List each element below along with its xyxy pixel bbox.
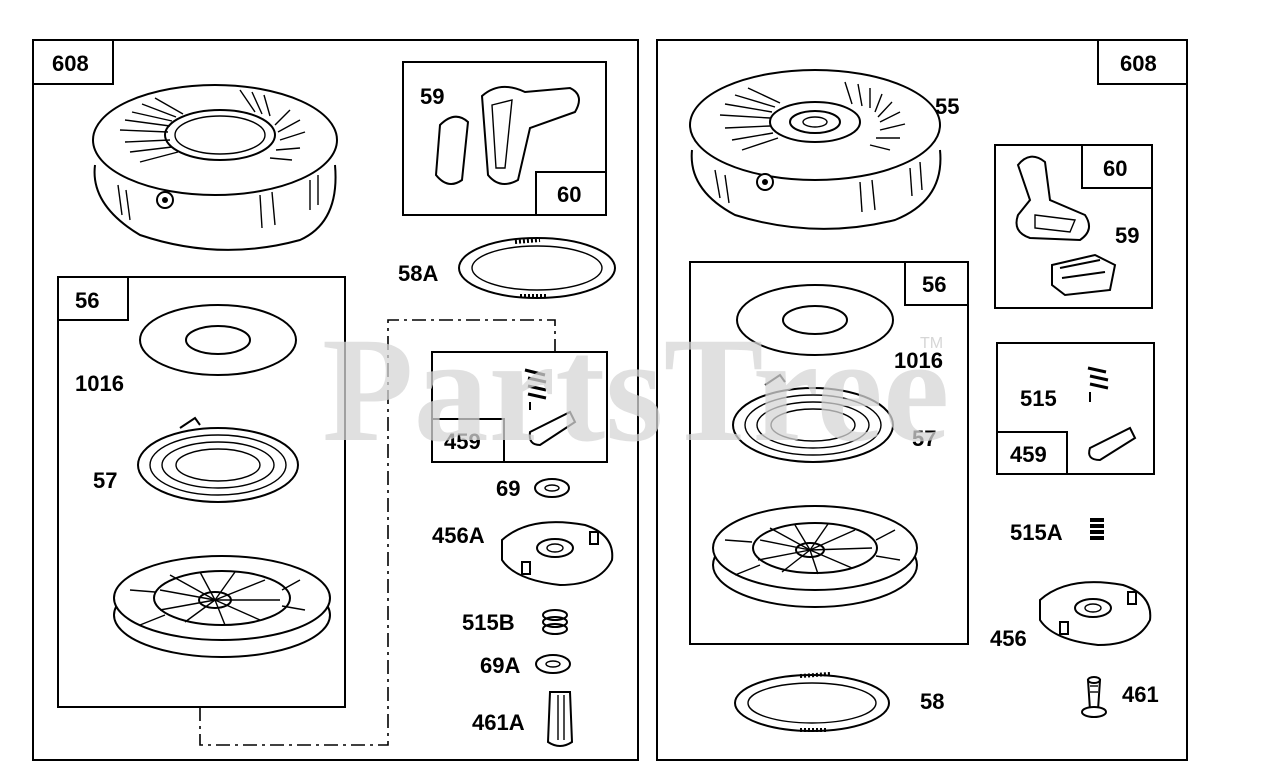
right-washer-1016[interactable]: [736, 284, 894, 356]
left-pin-461A[interactable]: [546, 691, 574, 747]
right-assembly-label[interactable]: 608: [1120, 51, 1157, 76]
right-spring-515A[interactable]: [1090, 518, 1104, 540]
left-part-456A-label[interactable]: 456A: [432, 523, 485, 548]
left-washer-1016[interactable]: [139, 304, 297, 376]
left-washer-69A[interactable]: [535, 654, 571, 674]
right-part-1016-label[interactable]: 1016: [894, 348, 943, 373]
right-starter-housing[interactable]: [689, 69, 942, 230]
left-part-515B-label[interactable]: 515B: [462, 610, 515, 635]
left-part-69A-label[interactable]: 69A: [480, 653, 520, 678]
left-starter-housing[interactable]: [92, 84, 338, 251]
right-part-461-label[interactable]: 461: [1122, 682, 1159, 707]
left-kit-link-line: [199, 319, 556, 746]
left-part-58A-label[interactable]: 58A: [398, 261, 438, 286]
left-part-1016-label[interactable]: 1016: [75, 371, 124, 396]
right-part-515A-label[interactable]: 515A: [1010, 520, 1063, 545]
left-kit-60-box: 60 59: [402, 61, 607, 216]
right-kit-60-box: 60 59: [994, 144, 1153, 309]
right-retainer-456[interactable]: [1039, 581, 1152, 647]
right-rope-handle[interactable]: [1015, 155, 1117, 297]
left-kit-60-label[interactable]: 60: [557, 182, 581, 207]
right-kit-56-label[interactable]: 56: [922, 272, 946, 297]
right-part-456-label[interactable]: 456: [990, 626, 1027, 651]
right-part-55-label[interactable]: 55: [935, 94, 959, 119]
left-part-57-label[interactable]: 57: [93, 468, 117, 493]
right-part-59-label[interactable]: 59: [1115, 223, 1139, 248]
right-kit-459-label[interactable]: 459: [1010, 442, 1047, 467]
left-kit-459-label[interactable]: 459: [444, 429, 481, 454]
right-pin-461[interactable]: [1081, 676, 1107, 718]
right-pulley[interactable]: [712, 505, 918, 608]
left-kit-459-box: 459: [431, 351, 608, 463]
left-part-59-label[interactable]: 59: [420, 84, 444, 109]
right-part-515-label[interactable]: 515: [1020, 386, 1057, 411]
left-assembly-panel: 608: [32, 39, 639, 761]
right-part-57-label[interactable]: 57: [912, 426, 936, 451]
left-kit-56-label[interactable]: 56: [75, 288, 99, 313]
right-kit-459-box: 459 515: [996, 342, 1155, 475]
left-spring-57[interactable]: [137, 416, 299, 503]
right-spring-58[interactable]: [734, 672, 890, 732]
right-spring-pawl[interactable]: [1087, 366, 1137, 462]
left-kit-56-box: 56 1016 57: [57, 276, 346, 708]
watermark-text: PartsTree: [322, 307, 949, 473]
left-spring-pawl[interactable]: [524, 368, 577, 447]
right-kit-56-box: 56 1016 57: [689, 261, 969, 645]
left-rope-handle[interactable]: [434, 85, 580, 185]
right-spring-57[interactable]: [732, 373, 894, 463]
right-kit-60-label[interactable]: 60: [1103, 156, 1127, 181]
watermark-trademark: TM: [920, 335, 943, 352]
right-assembly-panel: 608 55: [656, 39, 1188, 761]
left-spring-515B[interactable]: [542, 609, 568, 635]
right-part-58-label[interactable]: 58: [920, 689, 944, 714]
left-spring-58A[interactable]: [458, 237, 616, 299]
left-washer-69[interactable]: [534, 478, 570, 498]
left-part-461A-label[interactable]: 461A: [472, 710, 525, 735]
left-assembly-label[interactable]: 608: [52, 51, 89, 76]
left-part-69-label[interactable]: 69: [496, 476, 520, 501]
left-retainer-456A[interactable]: [501, 521, 614, 587]
left-pulley[interactable]: [113, 555, 331, 658]
watermark: PartsTree TM: [322, 307, 949, 473]
